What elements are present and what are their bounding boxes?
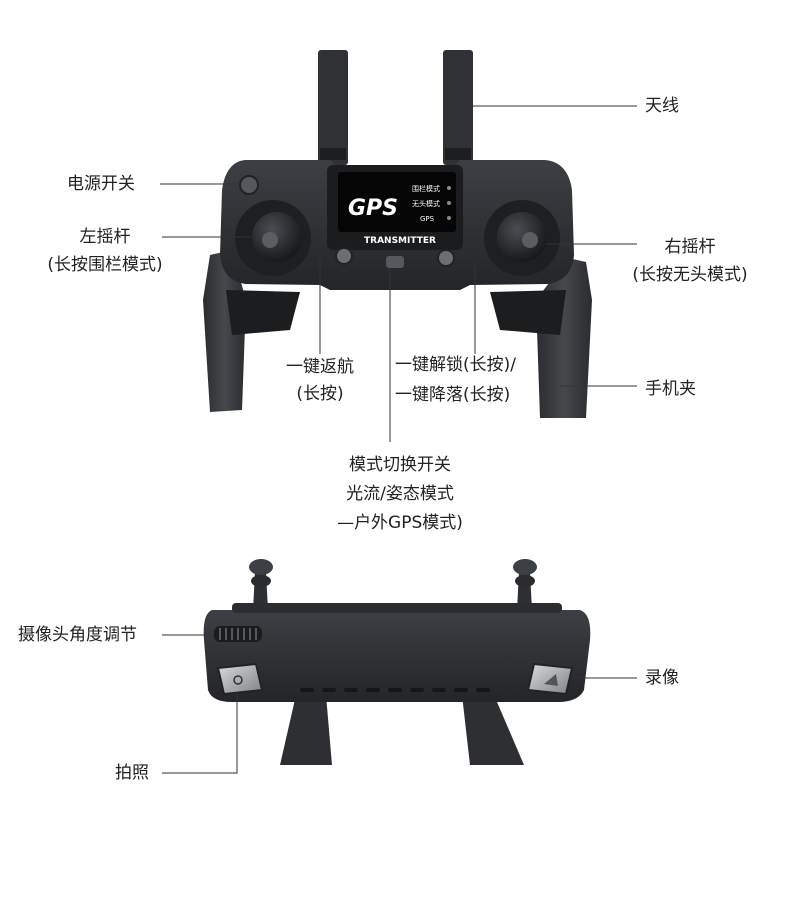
label-left-stick: 左摇杆 (长按围栏模式) (30, 226, 180, 276)
label-right-stick-note: (长按无头模式) (632, 265, 748, 285)
label-right-stick-title: 右摇杆 (664, 237, 716, 257)
screen-menu-2: 无头模式 (412, 199, 440, 208)
power-button[interactable] (239, 175, 259, 195)
label-mode-switch-line3: —户外GPS模式) (337, 513, 463, 533)
screen-logo: GPS (348, 196, 398, 221)
screen-menu-1: 围栏模式 (412, 184, 440, 193)
mode-switch[interactable] (386, 256, 404, 268)
label-left-stick-title: 左摇杆 (79, 227, 131, 247)
screen-brand: TRANSMITTER (364, 236, 436, 246)
photo-button[interactable] (216, 662, 264, 696)
label-mode-switch: 模式切换开关 光流/姿态模式 —户外GPS模式) (300, 454, 500, 534)
screen-menu-3: GPS (420, 215, 435, 223)
label-record: 录像 (645, 668, 679, 688)
bottom-controller (203, 559, 591, 765)
label-right-stick: 右摇杆 (长按无头模式) (615, 236, 765, 286)
top-leader-lines (160, 105, 637, 442)
right-stick-top (513, 559, 537, 575)
left-foot (280, 695, 332, 765)
label-land: 一键降落(长按) (395, 385, 511, 405)
record-icon (544, 674, 558, 686)
return-home-button[interactable] (335, 247, 353, 265)
camera-icon (233, 675, 243, 685)
label-mode-switch-title: 模式切换开关 (349, 455, 451, 475)
right-foot (462, 695, 524, 765)
left-stick-top (249, 559, 273, 575)
label-photo: 拍照 (115, 763, 149, 783)
lcd-screen (338, 172, 456, 232)
label-return-home: 一键返航 (长按) (265, 356, 375, 405)
unlock-land-button[interactable] (437, 249, 455, 267)
label-phone-clamp: 手机夹 (645, 379, 696, 399)
label-left-stick-note: (长按围栏模式) (47, 255, 163, 275)
bottom-leader-lines (162, 634, 637, 774)
label-return-home-title: 一键返航 (286, 357, 354, 377)
left-antenna (318, 50, 348, 165)
label-camera-dial: 摄像头角度调节 (18, 625, 137, 645)
controller-bottom-body (203, 610, 591, 702)
label-antenna: 天线 (645, 96, 679, 116)
right-stick[interactable] (497, 212, 547, 262)
label-power-switch: 电源开关 (67, 174, 135, 194)
label-mode-switch-line2: 光流/姿态模式 (346, 484, 454, 504)
right-antenna (443, 50, 473, 165)
top-controller: GPS 围栏模式 无头模式 GPS TRANSMITTER (203, 50, 592, 418)
label-return-home-note: (长按) (296, 384, 344, 404)
label-unlock: 一键解锁(长按)/ (395, 355, 516, 375)
